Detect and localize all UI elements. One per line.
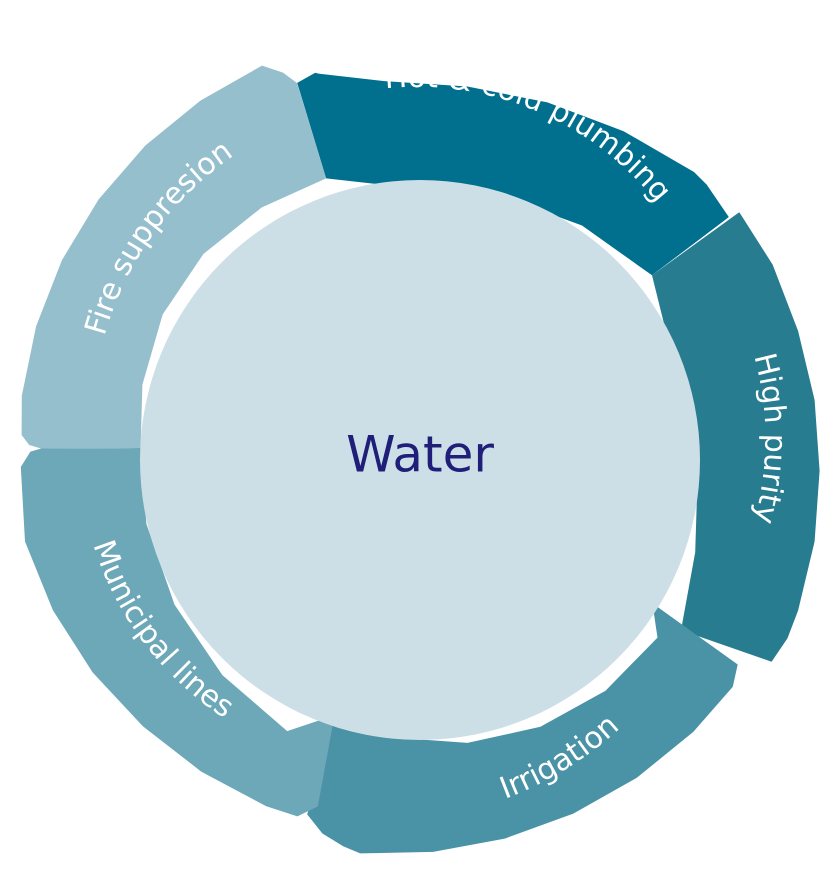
- segment-municipal-lines[interactable]: [20, 448, 335, 817]
- center-label: Water: [346, 426, 494, 484]
- segment-irrigation[interactable]: [307, 603, 738, 854]
- segment-high-purity[interactable]: [652, 212, 820, 662]
- center-circle: [140, 180, 700, 740]
- segment-hot-cold-plumbing[interactable]: [297, 72, 729, 276]
- segment-fire-suppresion[interactable]: [21, 65, 327, 449]
